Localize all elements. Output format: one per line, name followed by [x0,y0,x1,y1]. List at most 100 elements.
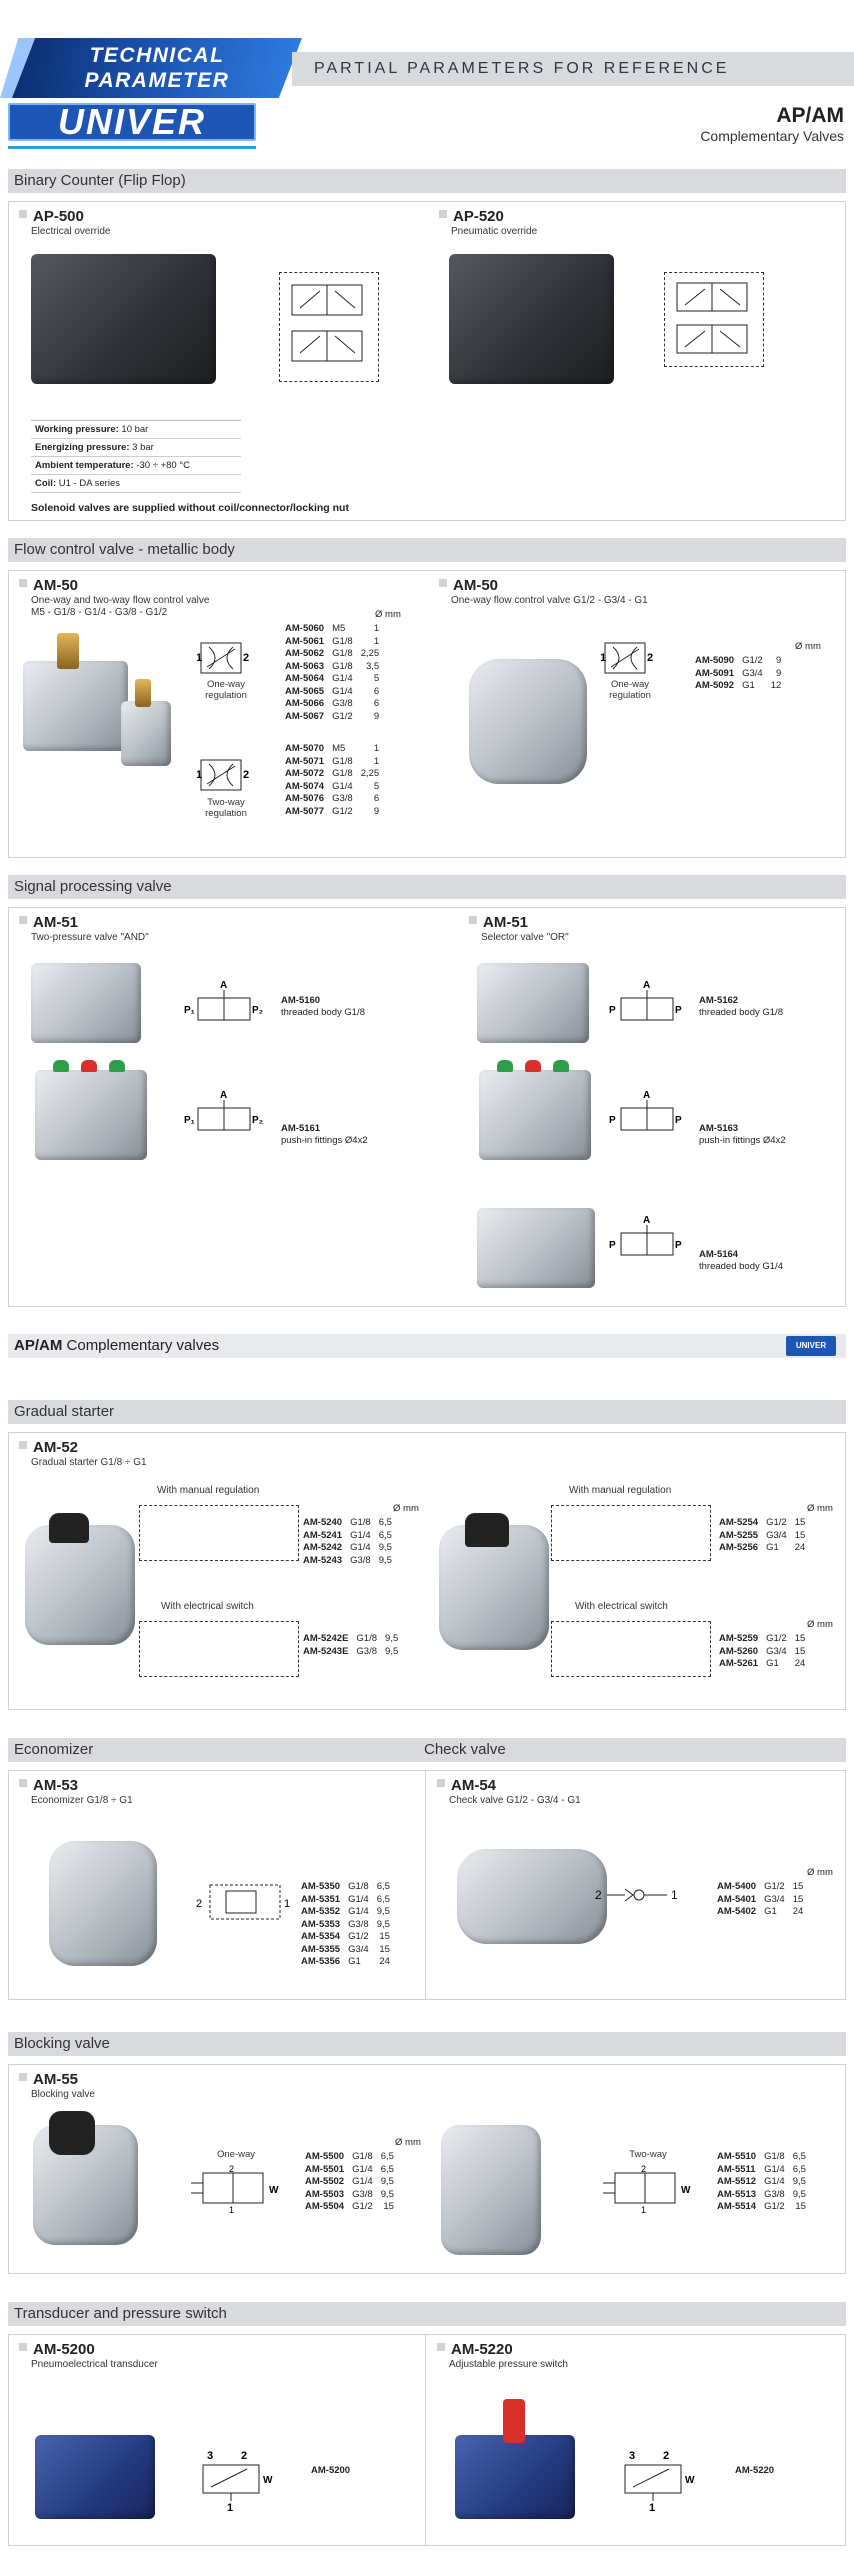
part-code: AM-5402 [717,1906,757,1917]
svg-text:2: 2 [243,652,249,664]
gradual-electrical-symbol [139,1621,299,1677]
svg-text:A: A [643,1215,650,1226]
section-economizer: Economizer [8,1738,418,1762]
am5161-photo [35,1070,147,1160]
svg-text:1: 1 [641,2205,646,2215]
part-code: AM-5242E [303,1633,349,1644]
svg-text:W: W [269,2185,279,2196]
diameter-mm: 9,5 [385,1633,399,1644]
am55-right-photo [441,2125,541,2255]
am5220-code: AM-5220 [735,2465,775,2476]
brass-knob-icon [57,633,79,669]
am53-sub: Economizer G1/8 ÷ G1 [31,1795,133,1806]
part-code: AM-5512 [717,2176,757,2187]
spec-table: Working pressure: 10 bar Energizing pres… [31,420,241,493]
svg-text:P: P [609,1115,616,1126]
thread-size: G1 [766,1542,779,1553]
diameter-mm: 6 [373,793,380,804]
part-code: AM-5090 [695,655,735,666]
svg-text:2: 2 [229,2165,234,2174]
am55-sub: Blocking valve [31,2089,95,2100]
diameter-mm: 1 [373,743,380,754]
one-way-label: One-way [216,2149,255,2160]
spec-row: Energizing pressure: 3 bar [31,439,241,457]
am50-left-title: AM-50 [19,577,78,594]
thread-size: G1 [742,680,755,691]
badge-line1: TECHNICAL [89,44,225,67]
am5200-code: AM-5200 [311,2465,351,2476]
brass-knob-icon [135,679,151,707]
thread-size: G3/8 [332,698,353,709]
binary-panel: AP-500 Electrical override Working press… [8,201,846,521]
diameter-mm: 9,5 [378,1542,392,1553]
am50-photo-large [23,661,128,751]
am5200-title: AM-5200 [19,2341,95,2358]
part-code: AM-5077 [285,805,325,817]
technical-parameter-badge: TECHNICAL PARAMETER [12,38,302,98]
thread-size: G1 [348,1956,361,1967]
gradual-electrical-symbol-right [551,1621,711,1677]
diameter-mm: 5 [373,673,380,684]
electrical-switch-label-right: With electrical switch [575,1601,668,1612]
electrical-switch-label: With electrical switch [161,1601,254,1612]
thread-size: G1/8 [350,1517,371,1528]
thread-size: G3/4 [742,667,763,679]
red-adjuster-icon [503,2399,525,2443]
thread-size: G3/8 [348,1918,369,1930]
diameter-mm: 15 [794,1517,806,1528]
part-code: AM-5243E [303,1645,349,1657]
thread-size: G1/4 [348,1893,369,1905]
am50-left-sub1: One-way and two-way flow control valve [31,595,210,606]
red-cap-icon [81,1060,97,1072]
page-title: AP/AM [776,104,844,127]
diameter-mm: 9 [373,805,380,817]
am52-left-photo [25,1525,135,1645]
svg-text:1: 1 [649,2502,655,2513]
am5200-sub: Pneumoelectrical transducer [31,2359,158,2370]
am50-left-sub2: M5 - G1/8 - G1/4 - G3/8 - G1/2 [31,607,168,618]
diameter-mm: 9 [775,655,782,666]
diameter-mm: 15 [379,1943,390,1955]
part-code: AM-5510 [717,2151,757,2162]
diameter-mm: 2,25 [360,768,380,779]
knob-icon [49,2111,95,2155]
diameter-mm: 15 [795,2201,806,2212]
diameter-mm: 15 [792,1881,804,1892]
svg-text:P: P [609,1005,616,1016]
one-way-blocking-symbol: W12 [191,2165,279,2215]
am52-title: AM-52 [19,1439,78,1456]
diameter-mm: 6,5 [376,1881,390,1892]
diameter-header: Ø mm [807,1867,833,1878]
svg-text:W: W [685,2475,695,2486]
am50-right-title: AM-50 [439,577,498,594]
part-code: AM-5401 [717,1893,757,1905]
manual-regulation-label: With manual regulation [157,1485,260,1496]
thread-size: G3/8 [764,2188,785,2200]
badge-line2: PARAMETER [84,69,230,92]
thread-size: G1/8 [332,768,353,779]
thread-size: G3/8 [332,793,353,804]
diameter-header: Ø mm [807,1503,833,1514]
valve-symbol-icon [676,282,748,354]
